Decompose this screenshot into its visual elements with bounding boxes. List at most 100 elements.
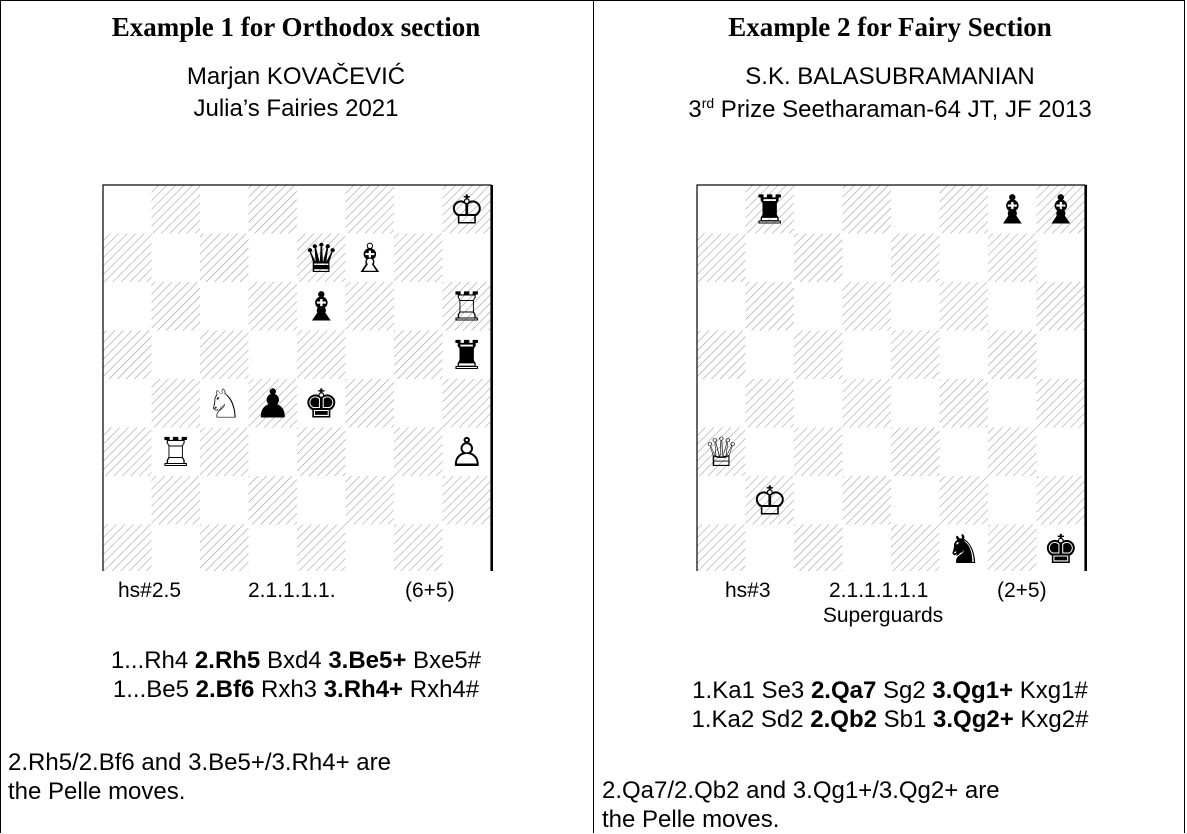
dark-square bbox=[745, 476, 794, 525]
dark-square bbox=[442, 476, 491, 525]
dark-square bbox=[842, 282, 891, 331]
dark-square bbox=[200, 524, 249, 571]
chessboard-diagram: ♔♛♗♝♖♜♘♟♚♖♙ bbox=[102, 184, 493, 571]
piece-count: (6+5) bbox=[405, 579, 455, 602]
problem-author: Marjan KOVAČEVIĆ bbox=[186, 63, 406, 90]
dark-square bbox=[297, 427, 346, 476]
dark-square bbox=[442, 379, 491, 428]
dark-square bbox=[842, 379, 891, 428]
dark-square bbox=[345, 185, 394, 234]
dark-square bbox=[442, 185, 491, 234]
black-knight-icon: ♞ bbox=[946, 527, 982, 571]
dark-square bbox=[394, 427, 443, 476]
pelle-note: 2.Rh5/2.Bf6 and 3.Be5+/3.Rh4+ are the Pe… bbox=[8, 749, 391, 805]
dark-square bbox=[1036, 185, 1085, 234]
dark-square bbox=[345, 379, 394, 428]
dark-square bbox=[394, 330, 443, 379]
dark-square bbox=[939, 185, 988, 234]
white-knight-icon: ♘ bbox=[206, 381, 242, 427]
right-column: Example 2 for Fairy Section S.K. BALASUB… bbox=[594, 0, 1186, 833]
chessboard-diagram: ♜ ♝ ♝ ♕ ♔ ♞ ♚ bbox=[696, 184, 1087, 571]
left-column: Example 1 for Orthodox section Marjan KO… bbox=[0, 0, 592, 833]
section-heading: Example 1 for Orthodox section bbox=[111, 12, 481, 42]
dark-square bbox=[891, 330, 940, 379]
black-bishop-icon: ♝ bbox=[303, 284, 339, 330]
dark-square bbox=[988, 330, 1037, 379]
stipulation: hs#3 bbox=[725, 579, 771, 602]
dark-square bbox=[151, 476, 200, 525]
fairy-condition: Superguards bbox=[822, 604, 944, 627]
dark-square bbox=[248, 379, 297, 428]
solution-line: 1.Ka1 Se3 2.Qa7 Sg2 3.Qg1+ Kxg1# bbox=[692, 677, 1088, 704]
dark-square bbox=[745, 379, 794, 428]
black-bishop-icon: ♝ bbox=[1043, 187, 1079, 233]
black-queen-icon: ♛ bbox=[303, 236, 339, 282]
white-bishop-icon: ♗ bbox=[352, 236, 388, 282]
black-king-icon: ♚ bbox=[303, 381, 339, 427]
white-queen-icon: ♕ bbox=[703, 430, 739, 476]
dark-square bbox=[103, 233, 152, 282]
dark-square bbox=[794, 524, 843, 571]
dark-square bbox=[939, 476, 988, 525]
white-pawn-icon: ♙ bbox=[449, 430, 485, 476]
solution-line: 1...Rh4 2.Rh5 Bxd4 3.Be5+ Bxe5# bbox=[110, 647, 482, 674]
dark-square bbox=[103, 427, 152, 476]
dark-square bbox=[891, 524, 940, 571]
dark-square bbox=[988, 524, 1037, 571]
black-king-icon: ♚ bbox=[1043, 527, 1079, 571]
dark-square bbox=[1036, 282, 1085, 331]
white-king-icon: ♔ bbox=[752, 478, 788, 524]
solution: 1.Ka1 Se3 2.Qa7 Sg2 3.Qg1+ Kxg1# 1.Ka2 S… bbox=[594, 676, 1186, 734]
dark-square bbox=[151, 185, 200, 234]
black-bishop-icon: ♝ bbox=[994, 187, 1030, 233]
dark-square bbox=[745, 282, 794, 331]
dark-square bbox=[103, 330, 152, 379]
solution-line: 1...Be5 2.Bf6 Rxh3 3.Rh4+ Rxh4# bbox=[112, 676, 480, 703]
dark-square bbox=[103, 524, 152, 571]
dark-square bbox=[248, 185, 297, 234]
dark-square bbox=[345, 476, 394, 525]
solutions-count: 2.1.1.1.1. bbox=[248, 579, 336, 602]
pelle-note: 2.Qa7/2.Qb2 and 3.Qg1+/3.Qg2+ are the Pe… bbox=[602, 777, 1000, 833]
section-heading: Example 2 for Fairy Section bbox=[728, 12, 1052, 42]
white-rook-icon: ♖ bbox=[449, 284, 485, 330]
piece-count: (2+5) bbox=[997, 579, 1047, 602]
white-rook-icon: ♖ bbox=[158, 430, 194, 476]
dark-square bbox=[248, 282, 297, 331]
dark-square bbox=[745, 185, 794, 234]
dark-square bbox=[794, 330, 843, 379]
dark-square bbox=[697, 330, 746, 379]
dark-square bbox=[842, 476, 891, 525]
dark-square bbox=[394, 524, 443, 571]
dark-square bbox=[988, 427, 1037, 476]
black-pawn-icon: ♟ bbox=[255, 381, 291, 427]
dark-square bbox=[988, 233, 1037, 282]
black-rook-icon: ♜ bbox=[752, 187, 788, 233]
column-divider bbox=[593, 0, 594, 833]
solution: 1...Rh4 2.Rh5 Bxd4 3.Be5+ Bxe5# 1...Be5 … bbox=[0, 646, 592, 704]
dark-square bbox=[345, 282, 394, 331]
chess-board: ♔♛♗♝♖♜♘♟♚♖♙ bbox=[101, 183, 493, 571]
solutions-count: 2.1.1.1.1.1 bbox=[829, 579, 929, 602]
dark-square bbox=[248, 476, 297, 525]
solution-line: 1.Ka2 Sd2 2.Qb2 Sb1 3.Qg2+ Kxg2# bbox=[691, 706, 1089, 733]
dark-square bbox=[297, 524, 346, 571]
problem-author: S.K. BALASUBRAMANIAN bbox=[745, 63, 1035, 90]
dark-square bbox=[697, 427, 746, 476]
problem-source: 3rd Prize Seetharaman-64 JT, JF 2013 bbox=[688, 95, 1092, 123]
dark-square bbox=[794, 427, 843, 476]
dark-square bbox=[1036, 379, 1085, 428]
dark-square bbox=[200, 427, 249, 476]
dark-square bbox=[697, 233, 746, 282]
dark-square bbox=[939, 282, 988, 331]
dark-square bbox=[297, 233, 346, 282]
dark-square bbox=[297, 330, 346, 379]
dark-square bbox=[151, 379, 200, 428]
dark-square bbox=[200, 233, 249, 282]
chess-board: ♜ ♝ ♝ ♕ ♔ ♞ ♚ bbox=[695, 183, 1087, 571]
dark-square bbox=[891, 427, 940, 476]
dark-square bbox=[151, 282, 200, 331]
dark-square bbox=[442, 282, 491, 331]
stipulation: hs#2.5 bbox=[118, 579, 182, 602]
dark-square bbox=[939, 379, 988, 428]
